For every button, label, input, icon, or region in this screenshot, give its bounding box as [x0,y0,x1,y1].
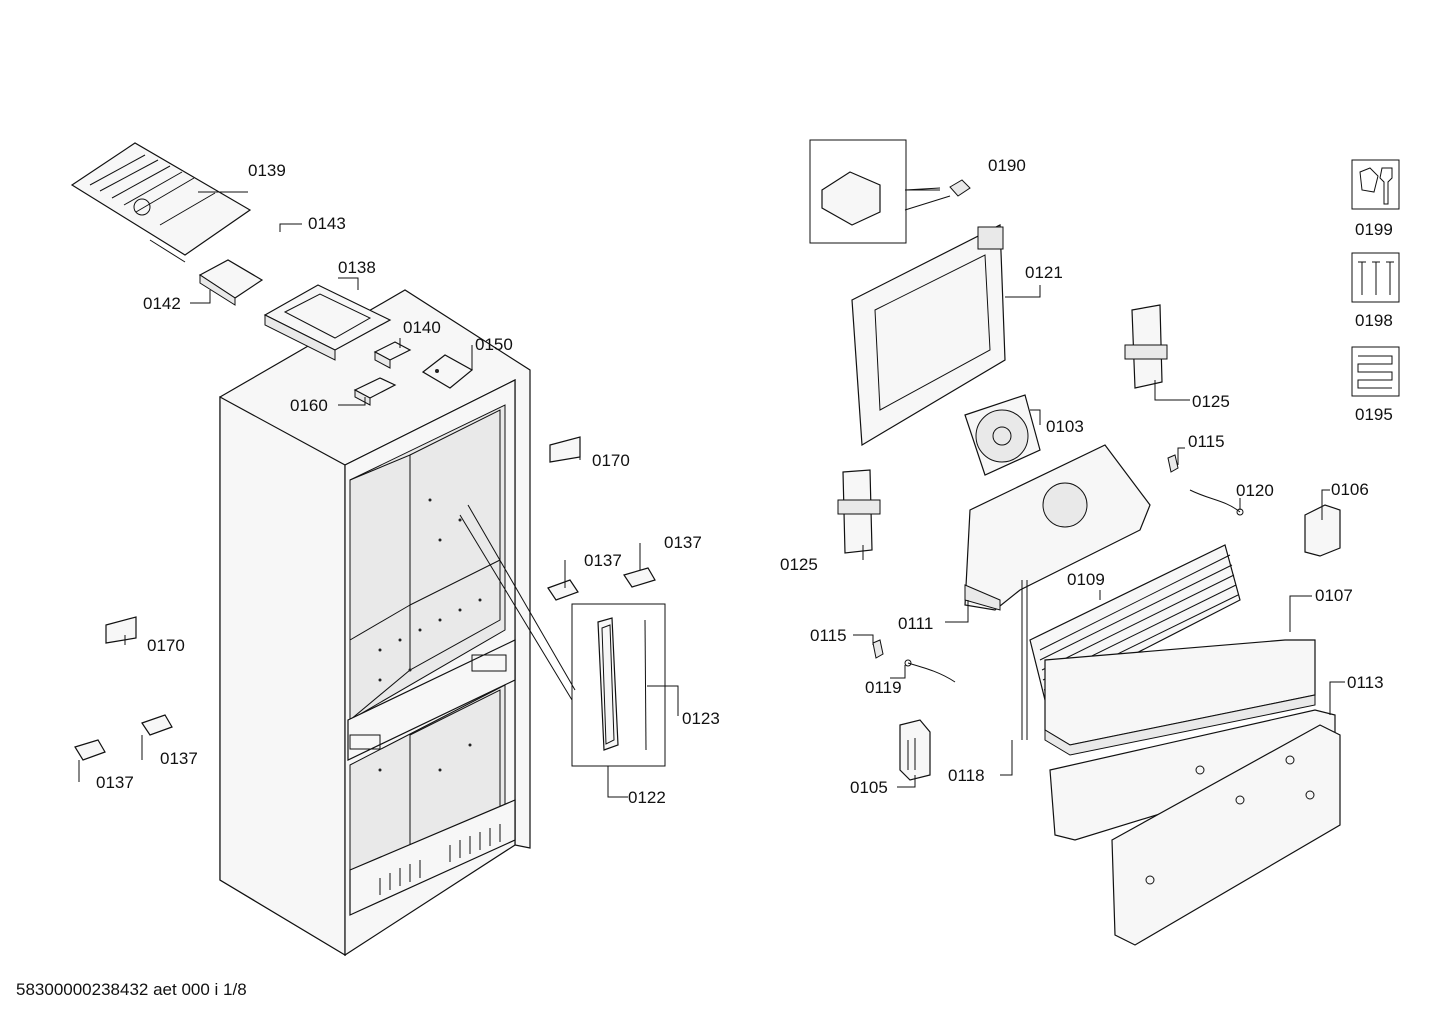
defrost-heater [1021,580,1028,740]
callout-0160: 0160 [290,396,328,415]
drain-unit [899,719,931,781]
gasket-inset-box [459,504,666,767]
document-id: 58300000238432 aet 000 i 1/8 [16,980,247,999]
callout-0109: 0109 [1067,570,1105,589]
sensor-cable [904,659,956,683]
leader-lines [78,187,1345,798]
callout-0139: 0139 [248,161,286,180]
callout-0119: 0119 [865,678,902,697]
callout-0120: 0120 [1236,481,1274,500]
callout-0190: 0190 [988,156,1026,175]
callout-0115-lower: 0115 [810,626,847,645]
callout-0125-lower: 0125 [780,555,818,574]
callout-0199: 0199 [1355,220,1393,239]
callout-0107: 0107 [1315,586,1353,605]
clip-0115-b [872,639,884,659]
clip-0115-a [1167,454,1179,473]
clip-0137-a [547,579,579,601]
housing-frame [263,284,392,361]
callout-0122: 0122 [628,788,666,807]
callout-0125-upper: 0125 [1192,392,1230,411]
callout-0123: 0123 [682,709,720,728]
clip-inset-box [809,139,971,244]
clip-0137-b [623,567,656,588]
damper-upper [1124,304,1168,389]
callout-0113: 0113 [1347,673,1384,692]
hinge-cover-right [549,436,581,463]
rear-cover-assembly [1049,709,1341,946]
callout-0137-b: 0137 [664,533,702,552]
top-cover-grid [70,142,252,263]
callout-0138: 0138 [338,258,376,277]
fan-motor [964,394,1041,476]
drip-tray [1044,639,1316,756]
screw-set-icon [1351,252,1400,303]
callout-0150: 0150 [475,335,513,354]
callout-0143: 0143 [308,214,346,233]
callout-0103: 0103 [1046,417,1084,436]
damper-lower [837,469,881,554]
callout-0142: 0142 [143,294,181,313]
cabinet-body [219,289,531,957]
tool-set-icon [1351,159,1400,210]
control-bracket [198,259,264,306]
electronic-module-small [373,341,412,369]
callout-0121: 0121 [1025,263,1063,282]
callout-0105: 0105 [850,778,888,797]
insulation-block [1304,504,1341,557]
callout-0198: 0198 [1355,311,1393,330]
callout-0106: 0106 [1331,480,1369,499]
clip-0137-c [141,714,173,736]
callout-0137-a: 0137 [584,551,622,570]
callout-0111: 0111 [898,614,933,633]
evaporator-cover [851,224,1006,447]
callout-0170-left: 0170 [147,636,185,655]
callout-0170-right: 0170 [592,451,630,470]
callout-0137-d: 0137 [96,773,134,792]
callout-0118: 0118 [948,766,985,785]
callout-labels: 0139 0143 0138 0142 0140 0150 0160 0170 … [96,156,1393,807]
callout-0115-upper: 0115 [1188,432,1225,451]
hinge-cover-left [105,616,137,644]
clip-0137-d [74,739,106,761]
callout-0140: 0140 [403,318,441,337]
fan-housing [964,444,1151,611]
heater-coil-icon [1351,346,1400,397]
callout-0137-c: 0137 [160,749,198,768]
connector-module [353,377,397,406]
callout-0195: 0195 [1355,405,1393,424]
